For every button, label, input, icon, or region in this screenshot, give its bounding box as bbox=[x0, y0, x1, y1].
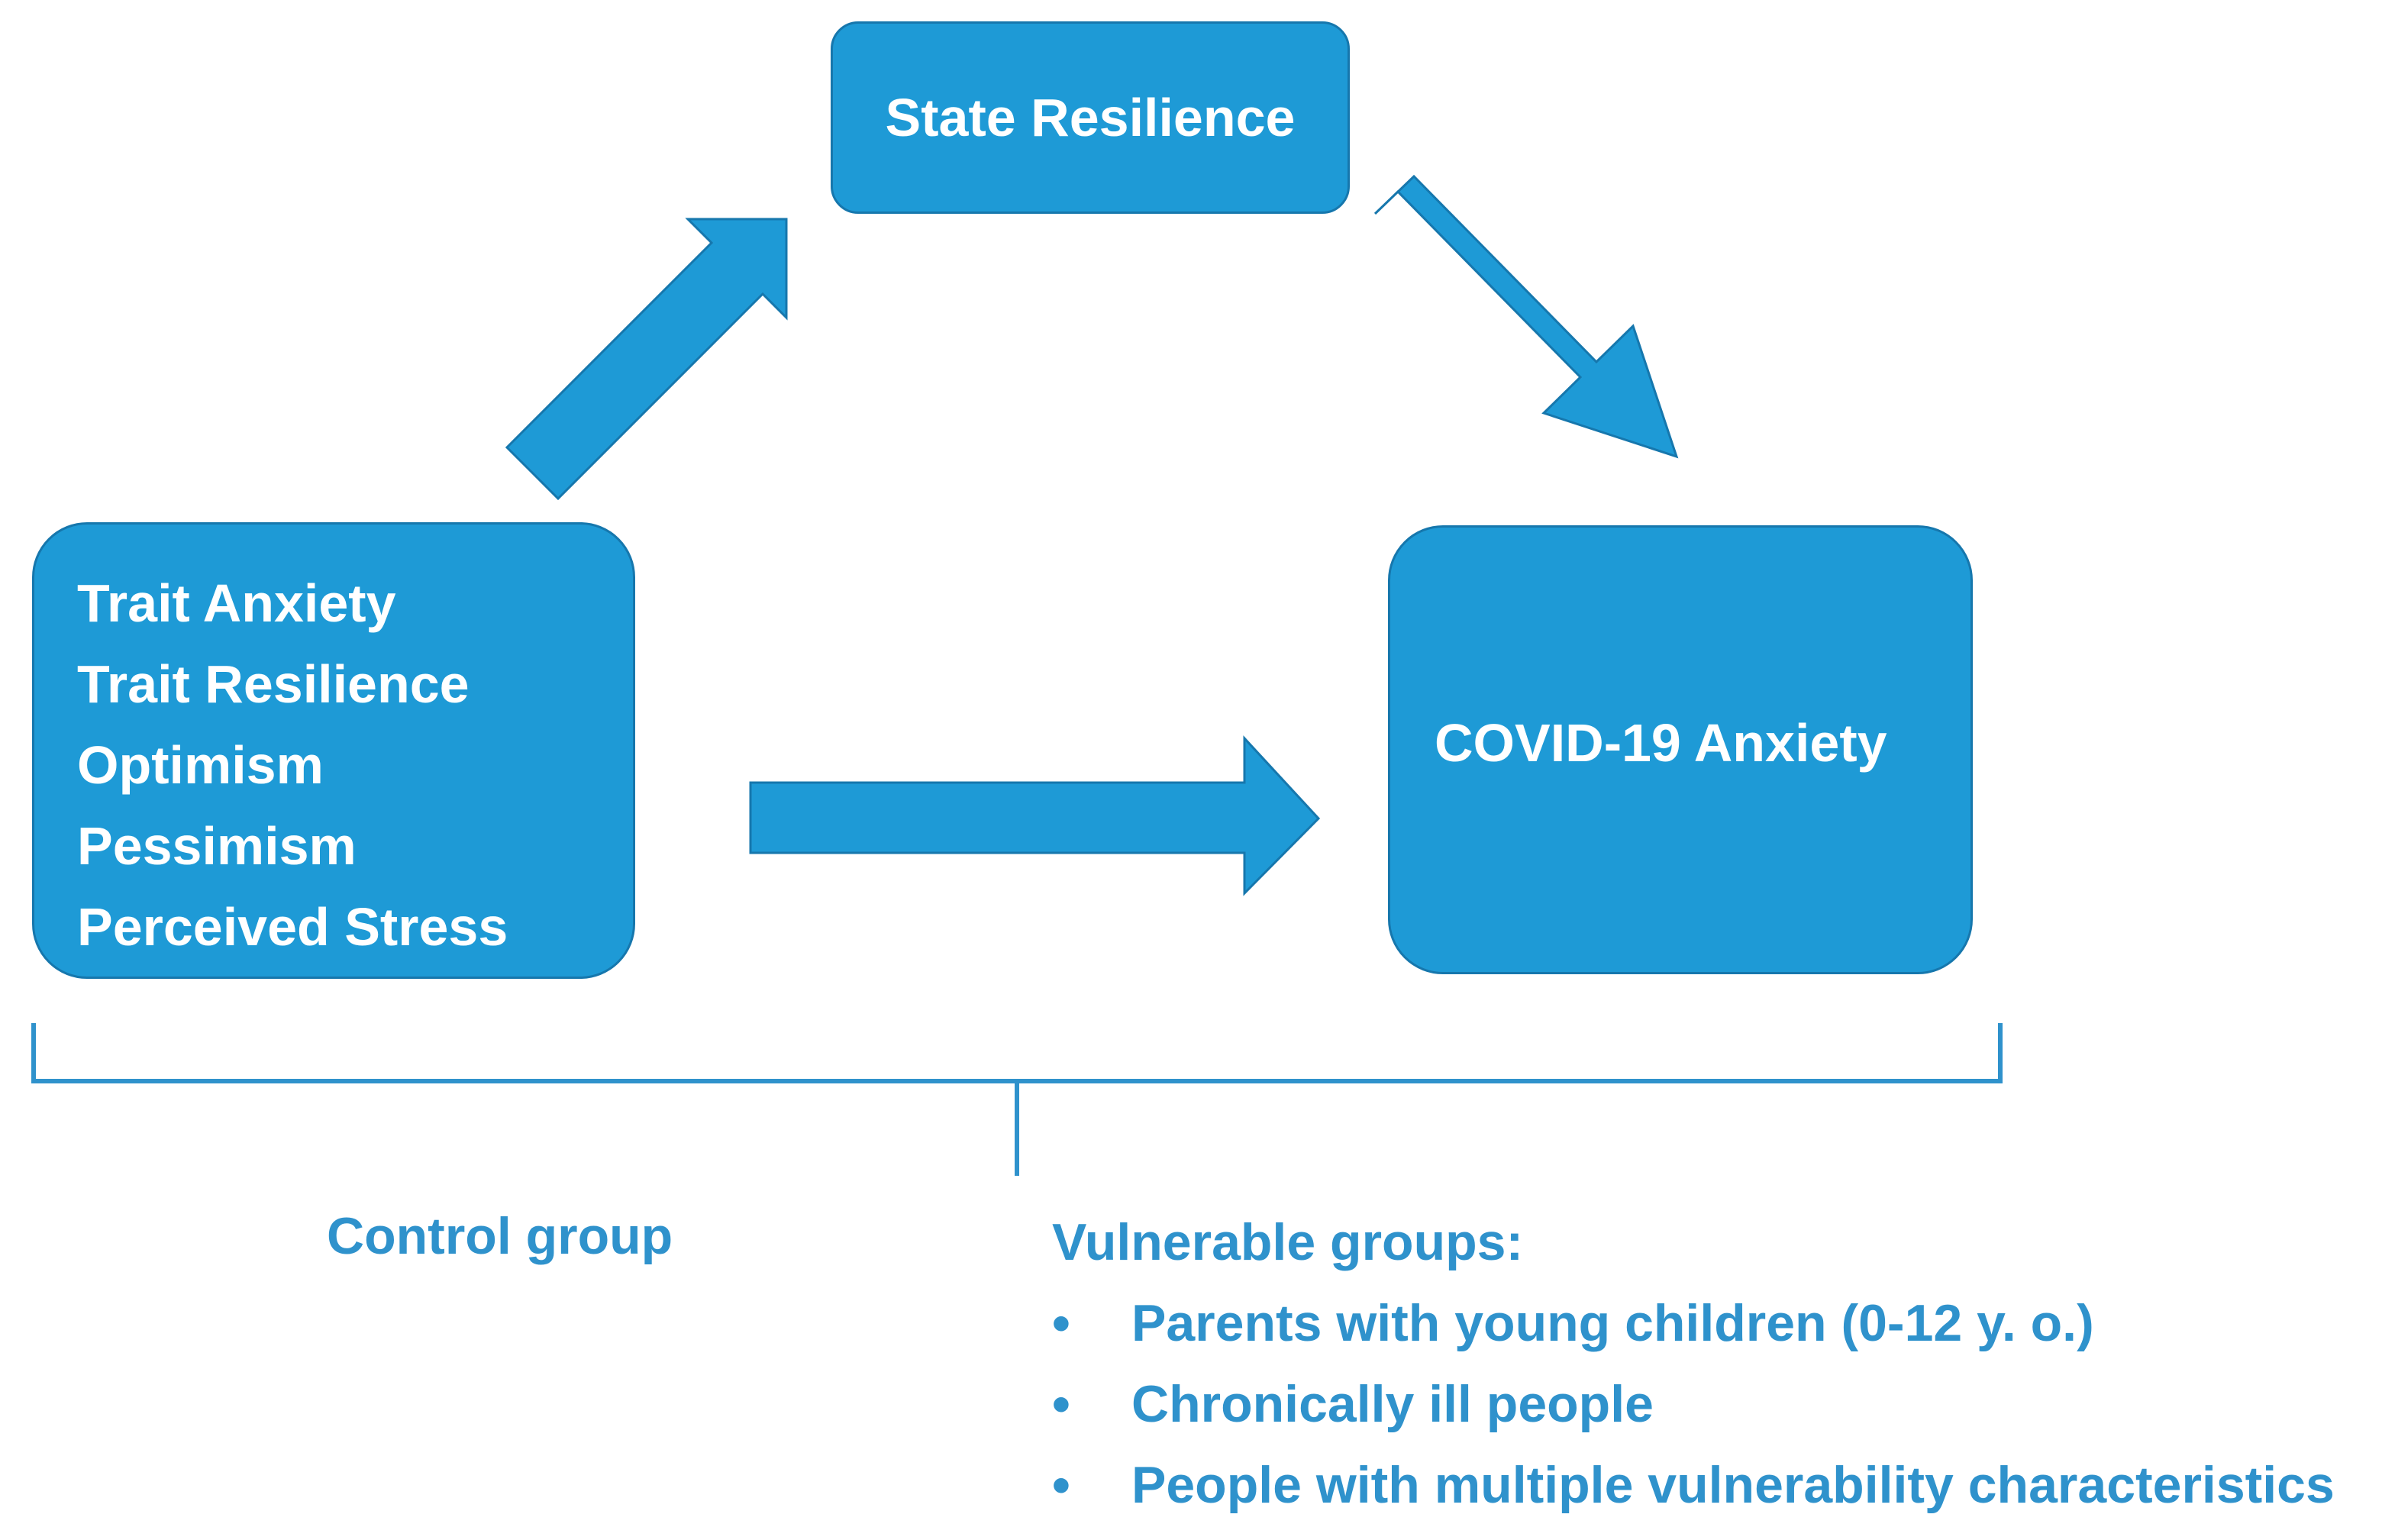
vulnerable-group-chronically-ill: Chronically ill people bbox=[1131, 1375, 1654, 1433]
state-resilience-label: State Resilience bbox=[885, 88, 1296, 147]
vulnerable-group-item: • Chronically ill people bbox=[1052, 1364, 2335, 1445]
vulnerable-group-parents: Parents with young children (0-12 y. o.) bbox=[1131, 1294, 2094, 1352]
predictor-perceived-stress: Perceived Stress bbox=[77, 897, 508, 957]
vulnerable-group-item: • People with multiple vulnerability char… bbox=[1052, 1445, 2335, 1525]
vulnerable-group-multiple: People with multiple vulnerability chara… bbox=[1131, 1456, 2335, 1514]
state-resilience-box: State Resilience bbox=[831, 21, 1350, 214]
bullet-icon: • bbox=[1052, 1375, 1070, 1433]
vulnerable-groups-list: • Parents with young children (0-12 y. o.… bbox=[1052, 1283, 2335, 1525]
control-group-label: Control group bbox=[327, 1207, 673, 1265]
vulnerable-group-item: • Parents with young children (0-12 y. o.… bbox=[1052, 1283, 2335, 1364]
vulnerable-groups-title: Vulnerable groups: bbox=[1052, 1213, 1524, 1271]
predictor-optimism: Optimism bbox=[77, 735, 324, 795]
predictors-box: Trait Anxiety Trait Resilience Optimism … bbox=[32, 522, 635, 979]
bullet-icon: • bbox=[1052, 1456, 1070, 1514]
arrow-state-resilience-to-outcome bbox=[1373, 174, 1679, 459]
arrow-predictors-to-outcome bbox=[749, 735, 1321, 896]
covid-anxiety-box: COVID-19 Anxiety bbox=[1388, 525, 1973, 974]
bullet-icon: • bbox=[1052, 1294, 1070, 1352]
predictor-pessimism: Pessimism bbox=[77, 816, 357, 876]
group-brace bbox=[31, 1023, 2003, 1176]
predictor-trait-resilience: Trait Resilience bbox=[77, 654, 470, 714]
covid-anxiety-label: COVID-19 Anxiety bbox=[1435, 713, 1887, 773]
predictor-list: Trait Anxiety Trait Resilience Optimism … bbox=[77, 563, 633, 967]
arrow-predictors-to-state-resilience bbox=[505, 218, 788, 501]
predictor-trait-anxiety: Trait Anxiety bbox=[77, 573, 396, 633]
